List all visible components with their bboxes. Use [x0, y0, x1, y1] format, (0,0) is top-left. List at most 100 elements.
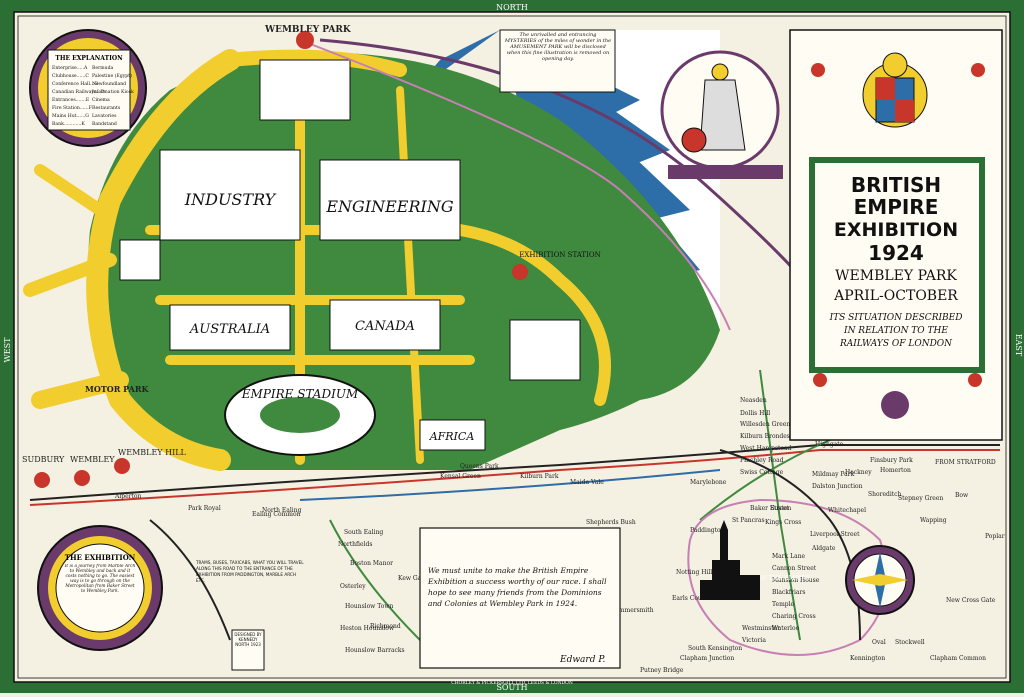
- title-line3: EXHIBITION: [834, 219, 958, 241]
- label-sudbury: SUDBURY: [22, 455, 65, 464]
- mystery-note: The unrivalled and entrancing MYSTERIES …: [499, 29, 616, 93]
- label-wembley-hill: WEMBLEY HILL: [118, 448, 187, 457]
- label-dalston: Dalston Junction: [812, 483, 863, 490]
- label-homerton: Homerton: [880, 467, 911, 474]
- explanation-item-6: Mains Hut......G: [52, 113, 89, 119]
- explanation-item-4: Entrances.......E: [52, 97, 89, 103]
- label-highgate: Highgate: [815, 441, 844, 448]
- label-heston: Heston Hounslow: [340, 625, 395, 632]
- title-line1: BRITISH: [851, 173, 941, 197]
- label-south-ealing: South Ealing: [344, 529, 383, 536]
- explanation-item-14: Lavatories: [92, 113, 117, 119]
- station-markers[interactable]: [34, 31, 528, 488]
- explanation-heading: THE EXPLANATION: [55, 55, 123, 62]
- label-euston: Euston: [770, 505, 791, 512]
- explanation-item-15: Bandstand: [92, 121, 117, 127]
- label-kilburn-park: Kilburn Park: [520, 473, 559, 480]
- label-liverpool-street: Liverpool Street: [810, 531, 860, 538]
- designer-text: DESIGNED BY KENNEDY NORTH 1923: [234, 632, 262, 647]
- label-shepherds-bush: Shepherds Bush: [586, 519, 636, 526]
- label-alperton: Alperton: [114, 493, 142, 500]
- label-maida-vale: Maida Vale: [570, 479, 604, 486]
- label-stepney: Stepney Green: [898, 495, 943, 502]
- title-panel: BRITISH EMPIRE EXHIBITION 1924 WEMBLEY P…: [789, 29, 1003, 441]
- station-exhibition[interactable]: [512, 264, 528, 280]
- label-new-cross: New Cross Gate: [946, 597, 996, 604]
- industry-label: INDUSTRY: [184, 190, 277, 209]
- label-earls-court: Earls Court: [672, 595, 708, 602]
- label-baker-street: Baker Street: [750, 505, 789, 512]
- exhibition-body: It is a journey from Marble Arch to Wemb…: [64, 564, 136, 594]
- transport-note: TRAMS, BUSES, TAXICABS, WHAT YOU WILL TR…: [196, 560, 304, 583]
- designer-stamp: DESIGNED BY KENNEDY NORTH 1923: [231, 629, 265, 671]
- label-neasden: Neasden: [740, 397, 767, 404]
- compass-west: WEST: [3, 337, 12, 363]
- australia-label: AUSTRALIA: [189, 322, 270, 337]
- title-place: WEMBLEY PARK: [835, 268, 957, 284]
- label-charing-cross: Charing Cross: [772, 613, 816, 620]
- label-kings-cross: Kings Cross: [765, 519, 801, 526]
- letter-signature: Edward P.: [559, 655, 606, 665]
- station-wembley[interactable]: [74, 470, 90, 486]
- label-kilburn: Kilburn Brondesbury: [740, 433, 804, 440]
- canada-label: CANADA: [355, 319, 415, 334]
- label-bow: Bow: [955, 492, 969, 499]
- compass-east: EAST: [1014, 334, 1023, 357]
- label-oval: Oval: [872, 639, 886, 646]
- explanation-item-12: Cinema: [92, 97, 110, 103]
- label-finsbury-park: Finsbury Park: [870, 457, 913, 464]
- explanation-item-1: Clubhouse......C: [52, 73, 89, 79]
- label-richmond: Richmond: [370, 623, 401, 630]
- explanation-item-10: Newfoundland: [92, 81, 126, 87]
- station-wembley-park[interactable]: [296, 31, 314, 49]
- label-wapping: Wapping: [920, 517, 947, 524]
- label-whitechapel: Whitechapel: [828, 507, 866, 514]
- label-northfields: Northfields: [338, 541, 372, 548]
- label-aldgate: Aldgate: [811, 545, 836, 552]
- explanation-item-5: Fire Station......F: [52, 105, 92, 111]
- label-marylebone: Marylebone: [690, 479, 727, 486]
- title-sub1: ITS SITUATION DESCRIBED: [829, 313, 963, 323]
- title-sub3: RAILWAYS OF LONDON: [839, 339, 953, 349]
- title-dates: APRIL-OCTOBER: [833, 288, 958, 304]
- label-paddington: Paddington: [690, 527, 725, 534]
- label-poplar: Poplar: [985, 533, 1005, 540]
- explanation-item-9: Palestine (Egypt): [92, 72, 132, 79]
- label-kew: Kew Gardens: [398, 575, 439, 582]
- compass-south: SOUTH: [496, 683, 527, 692]
- label-shoreditch: Shoreditch: [868, 491, 902, 498]
- britannia-medallion: [660, 50, 783, 179]
- label-hounslow-barracks: Hounslow Barracks: [345, 647, 405, 654]
- label-north-ealing: North Ealing: [262, 507, 302, 514]
- label-willesden-green: Willesden Green: [740, 421, 790, 428]
- label-stockwell: Stockwell: [895, 639, 925, 646]
- station-label: EXHIBITION STATION: [519, 251, 600, 259]
- explanation-item-7: Bank............K: [52, 121, 85, 127]
- stadium-label: EMPIRE STADIUM: [241, 387, 359, 401]
- label-cannon-street: Cannon Street: [772, 565, 817, 572]
- label-boston-manor: Boston Manor: [350, 560, 393, 567]
- label-stratford: FROM STRATFORD: [935, 459, 996, 466]
- label-clapham-common: Clapham Common: [930, 655, 986, 662]
- label-heart-of-empire: THE HEART OF THE EMPIRE: [718, 575, 810, 582]
- label-kennington: Kennington: [850, 655, 885, 662]
- label-notting-hill: Notting Hill Gate: [676, 569, 729, 576]
- label-westminster: Westminster: [742, 625, 780, 632]
- label-south-kensington: South Kensington: [688, 645, 742, 652]
- label-ealing-common: Ealing Common: [252, 511, 301, 518]
- label-hackney: Hackney: [845, 469, 872, 476]
- letter-text: We must unite to make the British Empire…: [428, 566, 607, 608]
- pavilion-labels: INDUSTRY ENGINEERING AUSTRALIA CANADA EM…: [184, 190, 601, 443]
- title-line2: EMPIRE: [854, 195, 939, 219]
- station-sudbury[interactable]: [34, 472, 50, 488]
- pavilion-blocks: [119, 59, 581, 456]
- label-osterley: Osterley: [340, 583, 366, 590]
- label-waterloo: Waterloo: [772, 625, 800, 632]
- label-queens-park: Queens Park: [460, 463, 499, 470]
- explanation-item-13: Restaurants: [92, 105, 121, 111]
- label-west-hampstead: West Hampstead: [740, 445, 792, 452]
- label-finchley-road: Finchley Road: [740, 457, 784, 464]
- label-temple: Temple: [772, 601, 795, 608]
- station-wembley-hill[interactable]: [114, 458, 130, 474]
